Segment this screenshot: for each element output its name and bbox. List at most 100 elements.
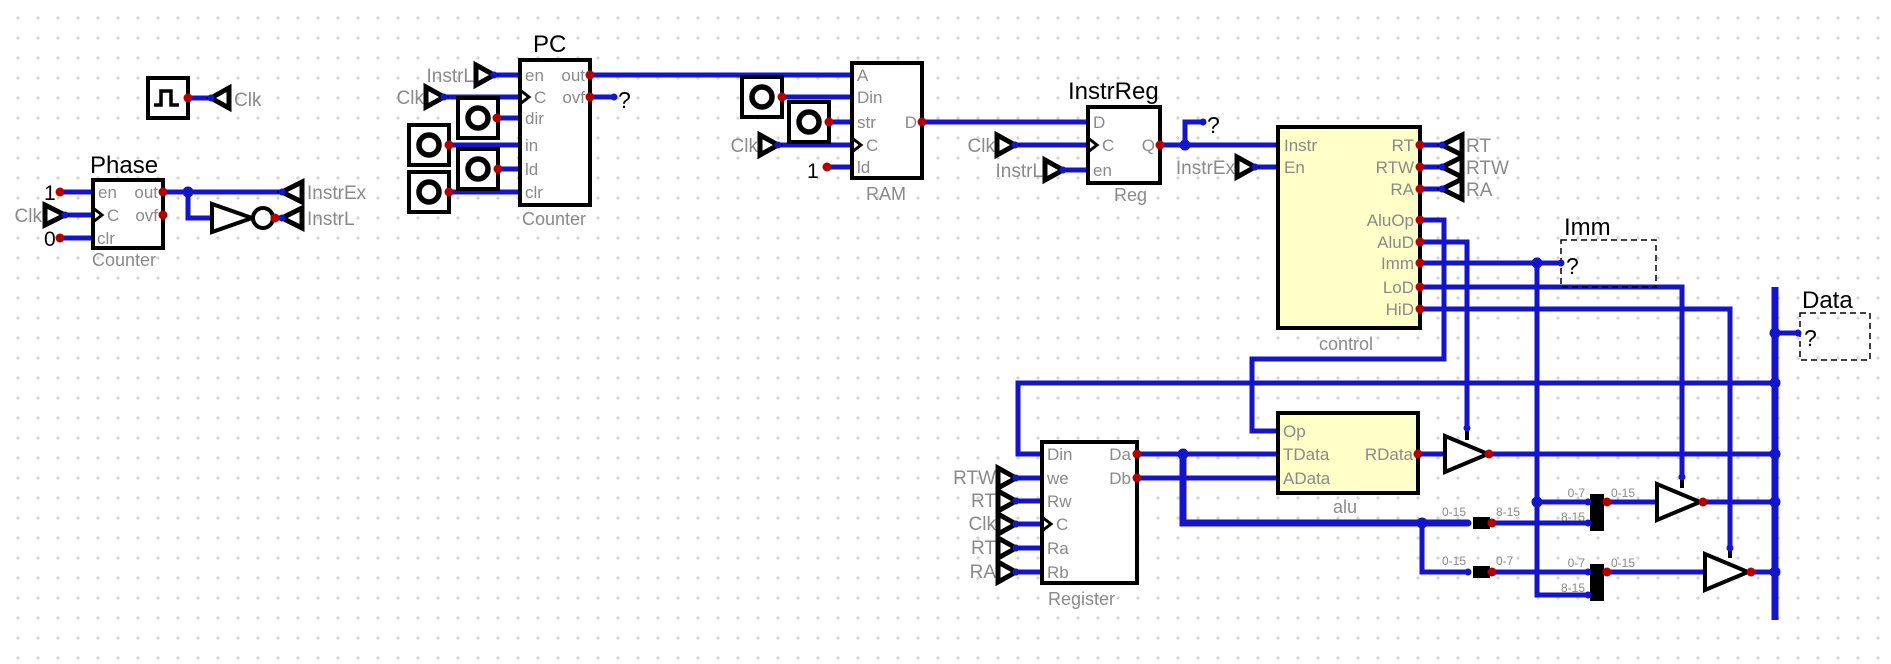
pc-ovf-probe[interactable]: ?	[618, 87, 631, 113]
register-pin-db: Db	[1109, 469, 1131, 488]
data-probe-value: ?	[1804, 325, 1817, 351]
phase-const-en[interactable]: 1	[44, 182, 56, 205]
tunnel-instrex-out-label: InstrEx	[307, 183, 367, 204]
register-type-label: Register	[1048, 589, 1115, 609]
data-probe[interactable]: ?	[1799, 312, 1871, 361]
control-pin-hid: HiD	[1386, 300, 1414, 319]
ram-din-button[interactable]	[740, 75, 784, 119]
tunnel-rtw-in-icon[interactable]	[995, 463, 1022, 493]
pc-title: PC	[533, 31, 566, 58]
phase-type-label: Counter	[92, 250, 156, 270]
merger-hid[interactable]	[1590, 564, 1604, 601]
pc-in-button[interactable]	[407, 123, 451, 167]
pc-pin-ovf: ovf	[562, 88, 585, 107]
control-instrex-tunnel-label: InstrEx	[1176, 158, 1236, 179]
pc-pin-ld: ld	[525, 160, 538, 179]
control-pin-rtw: RTW	[1376, 158, 1414, 177]
pc-dir-button[interactable]	[456, 96, 500, 140]
register-rtw-tunnel-label: RTW	[953, 468, 996, 489]
alu-pin-tdata: TData	[1283, 445, 1330, 464]
ram-const-ld[interactable]: 1	[807, 160, 819, 183]
ram[interactable]: A Din str C ld D	[850, 61, 924, 180]
tunnel-ra-in-icon[interactable]	[995, 557, 1022, 587]
alu-pin-op: Op	[1283, 422, 1306, 441]
control-pin-instr: Instr	[1284, 136, 1317, 155]
control-type-label: control	[1319, 334, 1373, 354]
driver-alu-out[interactable]	[1443, 428, 1494, 476]
tunnel-rt-in-icon[interactable]	[995, 533, 1022, 563]
clock-component[interactable]	[146, 76, 190, 120]
tunnel-clk-in-icon[interactable]	[995, 509, 1022, 539]
register-rb-tunnel-label: RA	[970, 562, 997, 583]
tunnel-instrex-in-icon[interactable]	[1234, 152, 1261, 182]
output-dots	[55, 70, 1756, 577]
tunnel-clk-out-icon[interactable]	[205, 83, 232, 113]
instrreg-q-probe[interactable]: ?	[1207, 112, 1220, 138]
tunnel-clk-in-icon[interactable]	[42, 200, 71, 230]
driver-lod-out[interactable]	[1655, 477, 1706, 524]
splitter-lo-byte[interactable]	[1473, 566, 1490, 578]
splitter-lo-in-label: 0-15	[1442, 554, 1466, 568]
pc-pin-dir: dir	[525, 109, 544, 128]
ram-pin-din: Din	[857, 88, 883, 107]
tunnel-rtw-out-icon[interactable]	[1436, 152, 1465, 182]
phase-counter[interactable]: en C clr out ovf	[91, 178, 165, 250]
alu-unit[interactable]: Op TData AData RData	[1276, 411, 1420, 495]
phase-pin-out: out	[134, 183, 158, 202]
pc-instrl-tunnel-label: InstrL	[426, 66, 474, 87]
alu-pin-adata: AData	[1283, 469, 1331, 488]
alu-pin-rdata: RData	[1365, 445, 1414, 464]
merger-lod-top-label: 0-7	[1568, 486, 1586, 500]
tunnel-clk-in-icon[interactable]	[423, 82, 450, 112]
control-unit[interactable]: Instr En RT RTW RA AluOp AluD Imm LoD Hi…	[1276, 125, 1422, 330]
merger-lod[interactable]	[1590, 494, 1604, 531]
clock-wave-icon	[154, 89, 179, 107]
phase-clk-tunnel-label: Clk	[15, 206, 43, 227]
ram-pin-d: D	[905, 113, 917, 132]
register-ra-tunnel-label: RT	[971, 538, 996, 559]
ram-pin-ld: ld	[857, 158, 870, 177]
register-pin-din: Din	[1047, 445, 1073, 464]
imm-probe[interactable]: ?	[1560, 239, 1657, 288]
phase-pin-ovf: ovf	[135, 206, 158, 225]
control-pin-imm: Imm	[1381, 254, 1414, 273]
tunnel-clk-in-icon[interactable]	[994, 130, 1021, 160]
ram-pin-a: A	[857, 66, 869, 85]
tunnel-instrl-in-icon[interactable]	[1042, 155, 1069, 185]
pc-pin-clr: clr	[525, 183, 543, 202]
phase-const-clr[interactable]: 0	[44, 228, 56, 251]
splitter-hi-out-label: 8-15	[1496, 505, 1520, 519]
tunnel-instrl-in-icon[interactable]	[473, 60, 500, 90]
merger-lod-bottom-label: 8-15	[1561, 510, 1585, 524]
splitter-hi-byte[interactable]	[1473, 517, 1490, 529]
tunnel-rt-out-label: RT	[1466, 136, 1491, 157]
control-pin-alud: AluD	[1377, 233, 1414, 252]
instrreg[interactable]: D C en Q	[1086, 105, 1162, 185]
ram-pin-str: str	[857, 113, 876, 132]
pc-pin-en: en	[525, 66, 544, 85]
pin-dots	[61, 71, 1802, 599]
pc-pin-c: C	[534, 88, 546, 107]
instrreg-pin-q: Q	[1142, 136, 1155, 155]
register-pin-rb: Rb	[1047, 563, 1069, 582]
not-gate[interactable]	[210, 201, 275, 235]
phase-pin-c: C	[107, 206, 119, 225]
tunnel-instrex-out-icon[interactable]	[276, 177, 305, 207]
pc-clr-button[interactable]	[407, 170, 451, 214]
driver-hid-out[interactable]	[1703, 548, 1754, 594]
register-file[interactable]: Din we Rw C Ra Rb Da Db	[1040, 440, 1139, 585]
tunnel-clk-in-icon[interactable]	[757, 130, 784, 160]
data-probe-title: Data	[1802, 287, 1853, 314]
register-rt-tunnel-label: RT	[971, 491, 996, 512]
tunnel-instrl-out-icon[interactable]	[276, 203, 305, 233]
control-pin-aluop: AluOp	[1367, 211, 1414, 230]
tunnel-rt-out-icon[interactable]	[1436, 130, 1465, 160]
pc-counter[interactable]: en C dir in ld clr out ovf	[518, 58, 592, 207]
tunnel-rtw-out-label: RTW	[1466, 158, 1509, 179]
tunnel-rt-in-icon[interactable]	[995, 486, 1022, 516]
pc-ld-button[interactable]	[456, 147, 500, 191]
tunnel-ra-out-icon[interactable]	[1436, 174, 1465, 204]
ram-str-button[interactable]	[787, 100, 831, 144]
